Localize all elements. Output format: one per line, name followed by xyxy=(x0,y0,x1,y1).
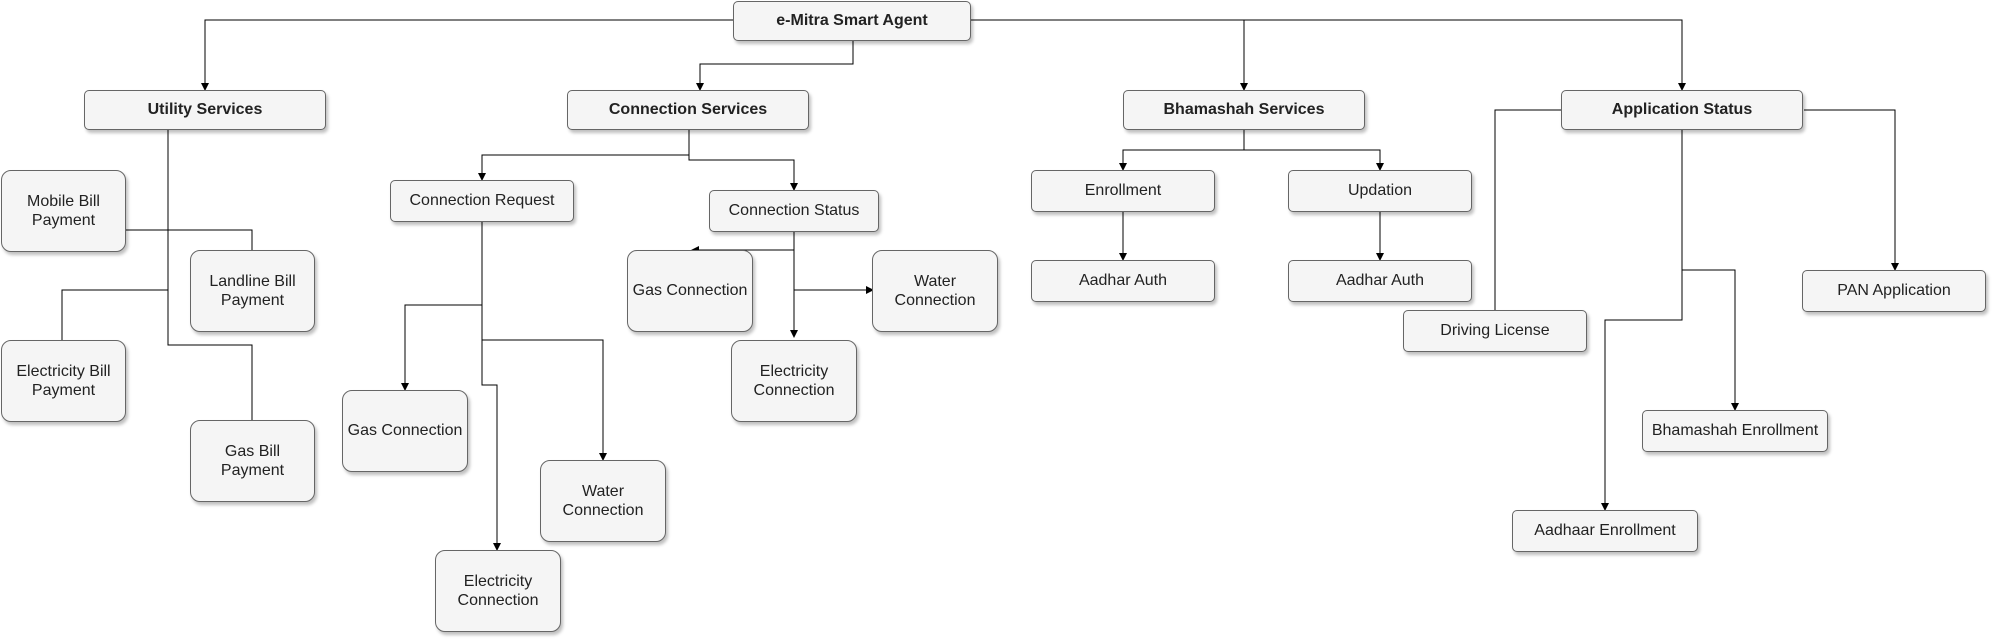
node-status-electricity-connection[interactable]: Electricity Connection xyxy=(731,340,857,422)
edge-utility-trunk xyxy=(167,128,253,420)
node-request-gas-connection[interactable]: Gas Connection xyxy=(342,390,468,472)
node-status-gas-connection[interactable]: Gas Connection xyxy=(627,250,753,332)
node-connection-services[interactable]: Connection Services xyxy=(567,90,809,130)
edge-root-utility xyxy=(201,19,733,91)
node-request-electricity-connection[interactable]: Electricity Connection xyxy=(435,550,561,632)
edge-request-gas xyxy=(401,222,483,391)
node-bhamashah-services[interactable]: Bhamashah Services xyxy=(1123,90,1365,130)
node-status-water-connection[interactable]: Water Connection xyxy=(872,250,998,332)
node-connection-request[interactable]: Connection Request xyxy=(390,180,574,222)
edge-appstatus-pan xyxy=(1804,109,1899,271)
edge-root-appstatus xyxy=(1244,19,1686,91)
node-gas-bill-payment[interactable]: Gas Bill Payment xyxy=(190,420,315,502)
node-pan-application[interactable]: PAN Application xyxy=(1802,270,1986,312)
edge-root-bhamashah xyxy=(970,19,1248,91)
node-bhamashah-enrollment[interactable]: Bhamashah Enrollment xyxy=(1642,410,1828,452)
edge-request-electricity xyxy=(481,340,501,551)
edge-appstatus-bhamashah-enroll xyxy=(1681,130,1739,411)
node-driving-license[interactable]: Driving License xyxy=(1403,310,1587,352)
node-mobile-bill-payment[interactable]: Mobile Bill Payment xyxy=(1,170,126,252)
edge-connection-status xyxy=(688,130,798,191)
edge-connection-request xyxy=(478,130,690,181)
node-utility-services[interactable]: Utility Services xyxy=(84,90,326,130)
node-e-mitra-smart-agent[interactable]: e-Mitra Smart Agent xyxy=(733,1,971,41)
node-updation[interactable]: Updation xyxy=(1288,170,1472,212)
node-enrollment[interactable]: Enrollment xyxy=(1031,170,1215,212)
node-application-status[interactable]: Application Status xyxy=(1561,90,1803,130)
node-aadhaar-enrollment[interactable]: Aadhaar Enrollment xyxy=(1512,510,1698,552)
edge-status-gas xyxy=(691,232,795,254)
edge-appstatus-driving xyxy=(1494,109,1562,310)
edge-status-water xyxy=(793,250,874,294)
node-aadhar-auth-enrollment[interactable]: Aadhar Auth xyxy=(1031,260,1215,302)
node-electricity-bill-payment[interactable]: Electricity Bill Payment xyxy=(1,340,126,422)
node-aadhar-auth-updation[interactable]: Aadhar Auth xyxy=(1288,260,1472,302)
edge-appstatus-aadhaar-enroll xyxy=(1601,270,1683,511)
node-landline-bill-payment[interactable]: Landline Bill Payment xyxy=(190,250,315,332)
edge-bhamashah-updation xyxy=(1244,149,1384,171)
edge-utility-electricity xyxy=(61,289,168,340)
edge-utility-mobile xyxy=(125,229,253,250)
edge-bhamashah-enrollment xyxy=(1119,130,1245,171)
node-connection-status[interactable]: Connection Status xyxy=(709,190,879,232)
edge-root-connection xyxy=(696,40,854,91)
edge-request-water xyxy=(481,305,607,461)
node-request-water-connection[interactable]: Water Connection xyxy=(540,460,666,542)
